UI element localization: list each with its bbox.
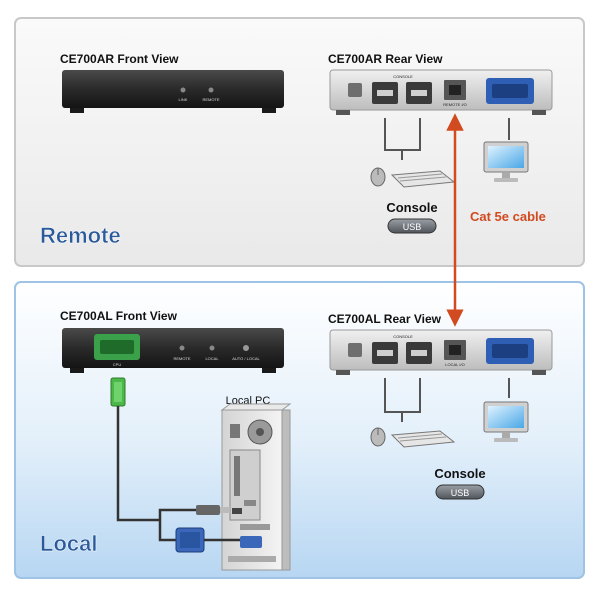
remote-usb-badge [387, 218, 437, 234]
local-usb-badge [435, 484, 485, 500]
remote-console-label: Console [386, 200, 437, 215]
remote-console-port-label: CONSOLE [393, 74, 413, 79]
local-front-led-label: REMOTE [173, 356, 190, 361]
remote-monitor-icon [483, 141, 529, 182]
local-panel-label: Local [40, 531, 97, 556]
local-pc-tower [220, 403, 292, 571]
remote-front-led-label: LINK [179, 97, 188, 102]
local-console-label: Console [434, 466, 485, 481]
local-rj45-label: LOCAL I/O [445, 362, 464, 367]
power-jack [348, 83, 362, 97]
remote-front-device: LINK REMOTE [62, 70, 284, 113]
remote-console-wiring [384, 118, 510, 160]
remote-rear-title: CE700AR Rear View [328, 52, 443, 66]
remote-rj45-label: REMOTE I/O [443, 102, 467, 107]
remote-front-title: CE700AR Front View [60, 52, 179, 66]
kvm-cable [110, 377, 240, 553]
local-mouse-icon [370, 427, 386, 447]
local-front-device: CPU REMOTE LOCAL AUTO / LOCAL [62, 328, 284, 373]
cable-label: Cat 5e cable [470, 209, 546, 224]
remote-led [208, 87, 214, 93]
local-usb-badge-text: USB [451, 488, 470, 498]
local-rear-device: CONSOLE LOCAL I/O [329, 329, 553, 375]
pc-vga-port [240, 536, 262, 548]
local-front-port-label: CPU [113, 362, 122, 367]
remote-front-led-label: REMOTE [202, 97, 219, 102]
local-console-wiring [384, 378, 510, 422]
auto-local-button [243, 345, 249, 351]
local-console-port-label: CONSOLE [393, 334, 413, 339]
remote-panel-label: Remote [40, 223, 121, 248]
remote-mouse-icon [370, 167, 386, 187]
local-rear-title: CE700AL Rear View [328, 312, 442, 326]
usb-plug [196, 505, 220, 515]
power-jack [348, 343, 362, 357]
remote-led [179, 345, 185, 351]
remote-rear-device: CONSOLE REMOTE I/O [329, 69, 553, 115]
local-led [209, 345, 215, 351]
local-front-led-label: LOCAL [205, 356, 219, 361]
local-front-led-label: AUTO / LOCAL [232, 356, 260, 361]
local-monitor-icon [483, 401, 529, 442]
local-keyboard-icon [390, 430, 456, 448]
local-front-title: CE700AL Front View [60, 309, 178, 323]
remote-usb-badge-text: USB [403, 222, 422, 232]
pc-usb-port [232, 508, 242, 514]
link-led [180, 87, 186, 93]
